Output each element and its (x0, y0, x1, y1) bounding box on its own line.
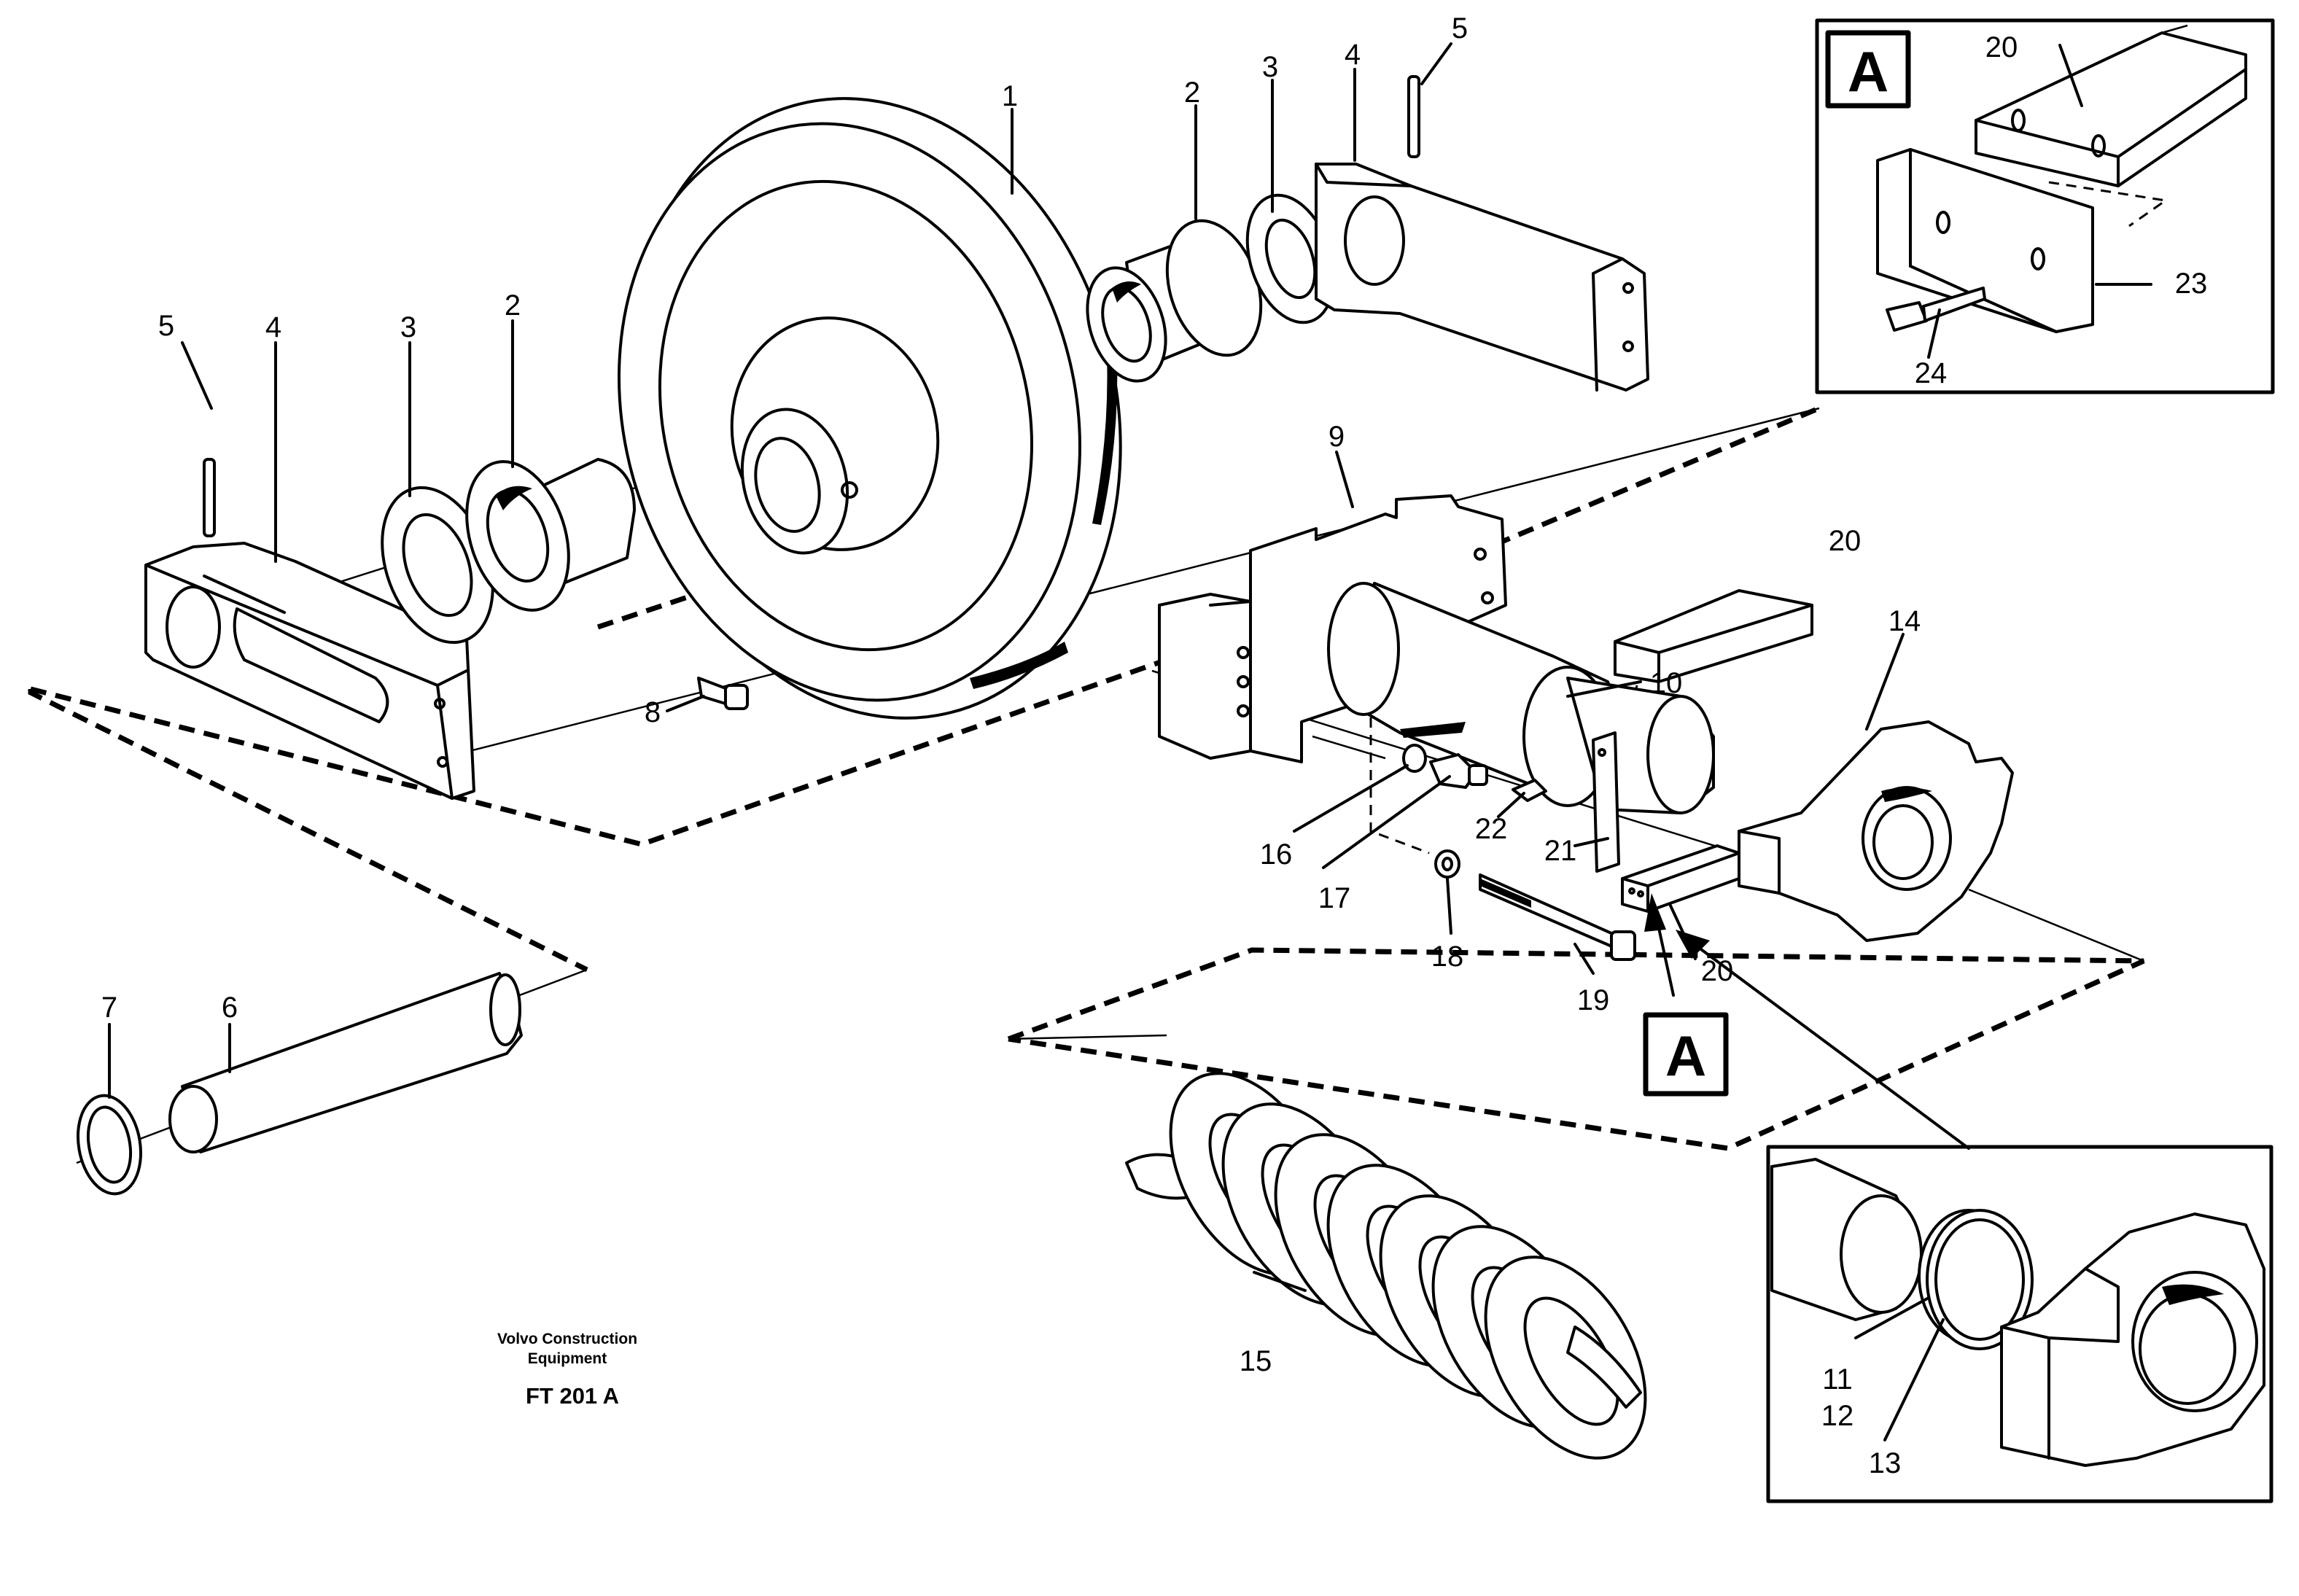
label-10: 10 (1650, 667, 1683, 699)
detail-a-inset-label: A (1848, 39, 1888, 104)
spring-15 (1125, 1072, 1647, 1460)
plate-20-lower (1621, 844, 1740, 913)
pin-6 (168, 972, 523, 1153)
pin-left (203, 458, 216, 537)
spring-coil (1484, 1256, 1647, 1460)
label-20-detail: 20 (1985, 31, 2018, 63)
tension-cylinder-body (1158, 494, 1624, 807)
credit-line-2: Equipment (528, 1350, 607, 1367)
label-17: 17 (1318, 882, 1351, 914)
label-20-upper: 20 (1829, 525, 1862, 557)
label-11: 11 (1822, 1363, 1853, 1395)
label-19: 19 (1577, 984, 1610, 1016)
strip-21 (1592, 731, 1620, 873)
label-16: 16 (1260, 838, 1293, 871)
washer-18 (1434, 849, 1460, 879)
idler-wheel (618, 97, 1122, 720)
bolt-24 (1886, 287, 1986, 332)
label-4-left: 4 (265, 311, 281, 343)
valve-17 (1429, 753, 1488, 789)
detail-a-marker-label: A (1665, 1024, 1706, 1088)
label-9: 9 (1329, 421, 1345, 453)
yoke-14 (1738, 720, 2014, 942)
label-2-left: 2 (505, 289, 521, 322)
label-4-right: 4 (1345, 39, 1361, 71)
collar-right (1086, 219, 1263, 383)
label-8: 8 (645, 696, 661, 728)
bracket-right (1315, 163, 1649, 392)
pin-right (1407, 75, 1420, 158)
seal-ring-right (1245, 193, 1336, 324)
plate-20-upper (1614, 589, 1813, 683)
bolt-8 (697, 677, 749, 710)
label-6: 6 (222, 992, 238, 1024)
label-2-right: 2 (1184, 77, 1200, 109)
label-18: 18 (1431, 941, 1464, 973)
label-20-lower: 20 (1701, 955, 1734, 987)
label-12: 12 (1821, 1400, 1854, 1432)
bolt-19 (1479, 873, 1636, 961)
bracket-left (144, 542, 475, 800)
detail-seal-inset (1766, 1145, 2273, 1503)
washer-16 (1402, 744, 1427, 773)
label-1: 1 (1002, 80, 1018, 112)
credit-line-1: Volvo Construction (497, 1331, 637, 1347)
spring-coil-inner (1523, 1296, 1619, 1426)
detail-a-inset (1815, 18, 2275, 394)
detail-a-marker: A (1643, 1012, 1729, 1097)
leader-lines (108, 42, 2152, 1441)
label-3-right: 3 (1262, 51, 1278, 83)
label-22: 22 (1475, 813, 1508, 845)
part-labels: 1 2 3 4 5 5 4 3 2 9 20 14 10 8 22 16 21 … (101, 12, 2207, 1479)
label-23: 23 (2175, 268, 2208, 300)
drawing-code: FT 201 A (526, 1383, 619, 1409)
ring-7 (76, 1094, 143, 1196)
label-5-right: 5 (1452, 12, 1468, 44)
label-21: 21 (1544, 835, 1577, 867)
label-3-left: 3 (400, 311, 416, 343)
collar-left (465, 458, 636, 612)
label-14: 14 (1888, 605, 1921, 637)
label-15: 15 (1240, 1345, 1272, 1377)
label-5-left: 5 (158, 310, 174, 342)
label-24: 24 (1915, 357, 1948, 389)
label-13: 13 (1869, 1447, 1902, 1479)
label-7: 7 (101, 992, 117, 1024)
